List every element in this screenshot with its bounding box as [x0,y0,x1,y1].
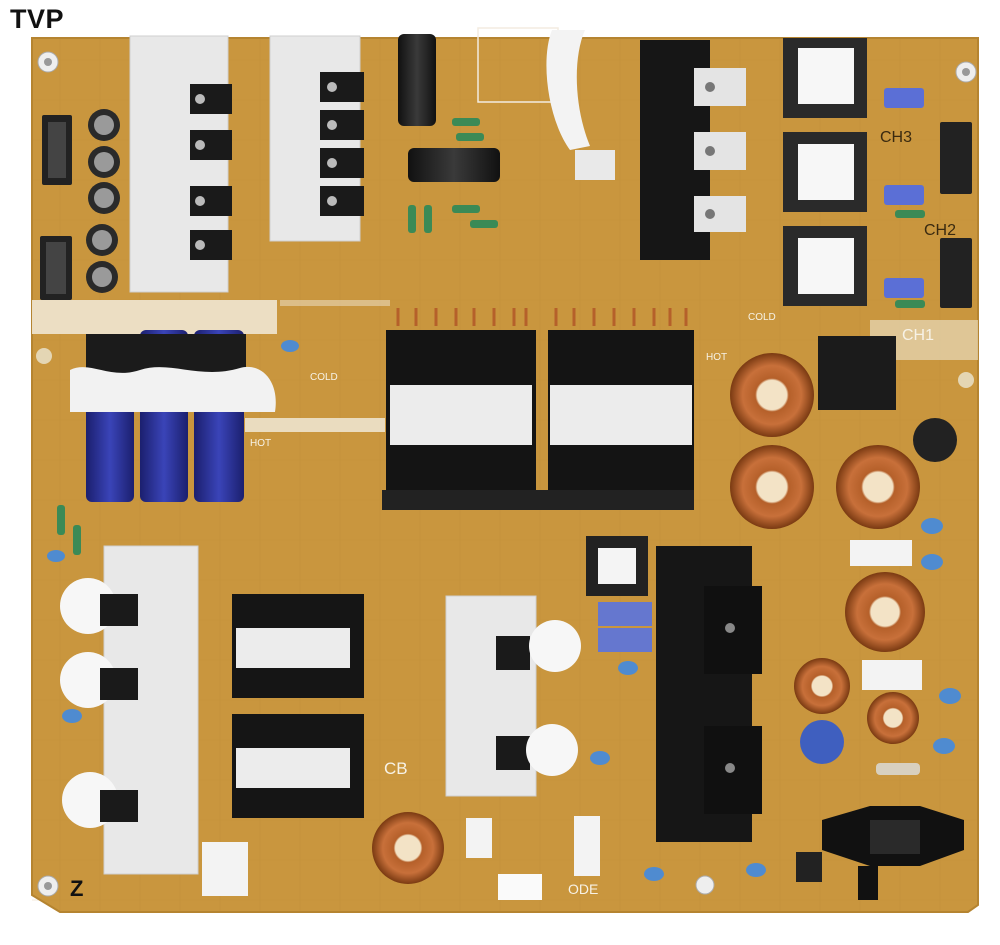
heatsink-top-left [129,35,364,293]
small-ceramic-capacitors [47,340,961,881]
heatsink-top-right [640,40,746,260]
bottom-transformers [232,594,364,818]
resistors [57,118,925,775]
small-capacitors-left [86,109,120,293]
film-capacitors-right [884,88,924,298]
label-cold-right: COLD [748,312,776,323]
toroidal-inductors [372,353,925,884]
connector-left-bottom [40,236,72,300]
connector-left-top [42,115,72,185]
label-hot-left: HOT [250,438,271,449]
bottom-components [202,816,822,900]
label-code: ODE [568,881,598,897]
main-transformers [382,308,694,510]
label-hot-right: HOT [706,352,727,363]
bulk-capacitors [70,330,276,502]
mounting-holes [36,51,977,897]
heatsink-bottom-right [656,546,762,842]
silkscreen-labels: CH3 CH2 CH1 COLD COLD HOT HOT CB ODE Z [70,129,956,901]
label-ch1: CH1 [902,327,934,344]
label-cb: CB [384,759,408,778]
top-middle-capacitors [398,27,615,182]
label-ch3: CH3 [880,129,912,146]
heatsink-bottom-left [60,545,199,875]
watermark-text: TVP [10,4,65,34]
connectors-right [940,122,972,308]
label-cold-left: COLD [310,372,338,383]
small-transformers-right [783,38,867,306]
choke-block [800,336,957,764]
label-ch2: CH2 [924,222,956,239]
label-z: Z [70,876,83,901]
ac-inlet [822,806,964,900]
heatsink-middle [445,536,652,797]
